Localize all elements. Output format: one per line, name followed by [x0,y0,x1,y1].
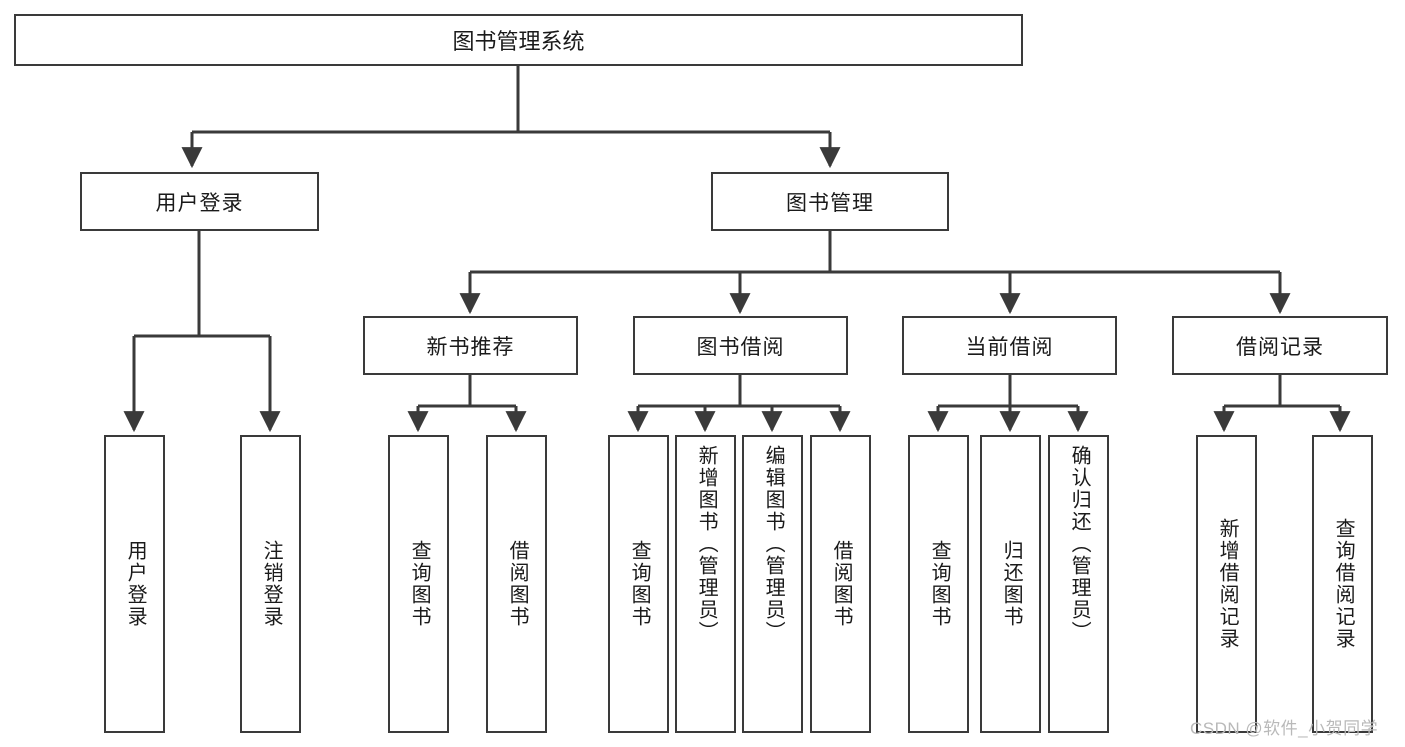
node-book-borrow-label: 图书借阅 [696,335,785,359]
node-root: 图书管理系统 [14,14,1023,66]
node-current-borrow-label: 当前借阅 [965,335,1054,359]
node-current-borrow: 当前借阅 [902,316,1117,375]
leaf-recommend-borrow-book: 借阅图书 [486,435,547,733]
node-book-borrow: 图书借阅 [633,316,848,375]
csdn-watermark: CSDN @软件_小贺同学 [1190,719,1379,738]
node-new-book-recommend-label: 新书推荐 [426,335,515,359]
node-root-label: 图书管理系统 [452,29,585,54]
leaf-add-book-admin: 新增图书（管理员） [675,435,736,733]
leaf-add-borrow-record: 新增借阅记录 [1196,435,1257,733]
leaf-query-borrow-record: 查询借阅记录 [1312,435,1373,733]
leaf-user-login-label: 用户登录 [124,540,147,628]
node-user-login-label: 用户登录 [155,191,244,215]
leaf-recommend-query-book-label: 查询图书 [408,540,431,628]
node-book-management-label: 图书管理 [786,191,874,215]
node-borrow-record: 借阅记录 [1172,316,1388,375]
node-user-login: 用户登录 [80,172,319,231]
leaf-borrow-query-book-label: 查询图书 [628,540,651,628]
leaf-recommend-query-book: 查询图书 [388,435,449,733]
leaf-borrow-query-book: 查询图书 [608,435,669,733]
leaf-current-query-book: 查询图书 [908,435,969,733]
leaf-add-book-admin-label: 新增图书（管理员） [695,445,718,643]
leaf-confirm-return-admin-label: 确认归还（管理员） [1068,445,1091,643]
leaf-borrow-borrow-book-label: 借阅图书 [830,540,853,628]
leaf-edit-book-admin: 编辑图书（管理员） [742,435,803,733]
node-new-book-recommend: 新书推荐 [363,316,578,375]
leaf-user-login: 用户登录 [104,435,165,733]
node-borrow-record-label: 借阅记录 [1236,335,1324,359]
node-book-management: 图书管理 [711,172,949,231]
leaf-recommend-borrow-book-label: 借阅图书 [506,540,529,628]
leaf-return-book-label: 归还图书 [1000,540,1023,628]
leaf-query-borrow-record-label: 查询借阅记录 [1332,518,1355,650]
leaf-confirm-return-admin: 确认归还（管理员） [1048,435,1109,733]
leaf-logout: 注销登录 [240,435,301,733]
leaf-borrow-borrow-book: 借阅图书 [810,435,871,733]
leaf-add-borrow-record-label: 新增借阅记录 [1216,518,1239,650]
leaf-return-book: 归还图书 [980,435,1041,733]
leaf-current-query-book-label: 查询图书 [928,540,951,628]
leaf-logout-label: 注销登录 [260,540,283,628]
leaf-edit-book-admin-label: 编辑图书（管理员） [762,445,785,643]
